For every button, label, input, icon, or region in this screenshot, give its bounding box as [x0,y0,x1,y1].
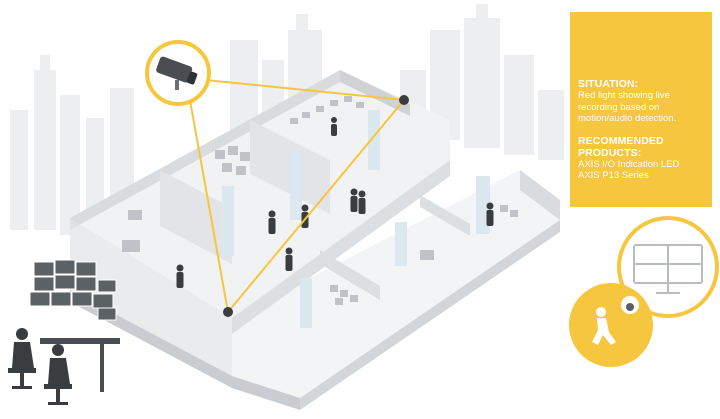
control-desk [40,338,120,344]
recommended-heading: RECOMMENDED PRODUCTS: [578,134,664,159]
walking-person-icon [592,307,616,345]
partition-5 [420,195,470,236]
person-figure [350,188,358,212]
monitor-callout [617,216,719,318]
bullet-camera-icon [156,56,198,90]
control-room [8,259,120,405]
people [176,117,494,288]
building [70,70,560,410]
back-wall-left [70,70,340,230]
glass-panel [368,110,380,170]
glass-panel [300,278,312,328]
dome-camera-icon [621,296,639,314]
product-list: AXIS I/O Indication LED AXIS P13 Series [578,159,704,182]
bullet-camera-callout [145,40,211,106]
partition-4 [320,250,380,300]
partition-3 [232,160,450,334]
situation-heading: SITUATION: [578,78,639,90]
operator-figure [8,328,36,389]
situation-text: Red light showing live recording based o… [578,90,677,124]
outer-wall-right-wing [300,220,560,410]
product-item: AXIS P13 Series [578,170,649,181]
wing-end-wall [520,170,560,220]
glass-panel [395,222,407,266]
outer-wall-front-wing [232,376,300,410]
person-figure [486,202,494,226]
person-figure [331,117,337,136]
camera-marker [399,95,409,105]
info-panel: SITUATION: Red light showing live record… [570,12,712,207]
glass-panel [222,186,234,256]
monitor-icon [633,244,703,294]
person-figure [285,247,293,271]
product-item: AXIS I/O Indication LED [578,158,680,170]
person-figure [358,190,366,214]
outer-wall-left [70,218,232,376]
person-figure [268,210,276,234]
operator-figure [44,344,72,405]
motion-detection-callout [569,283,653,367]
video-wall [29,259,117,321]
glass-panel [290,150,302,220]
control-desk-leg [100,344,104,392]
camera-connection-lines [185,77,405,313]
furniture [122,96,518,305]
camera-marker [223,307,233,317]
back-wall-right [340,70,410,116]
partition-1 [160,170,232,264]
person-figure [176,264,184,288]
